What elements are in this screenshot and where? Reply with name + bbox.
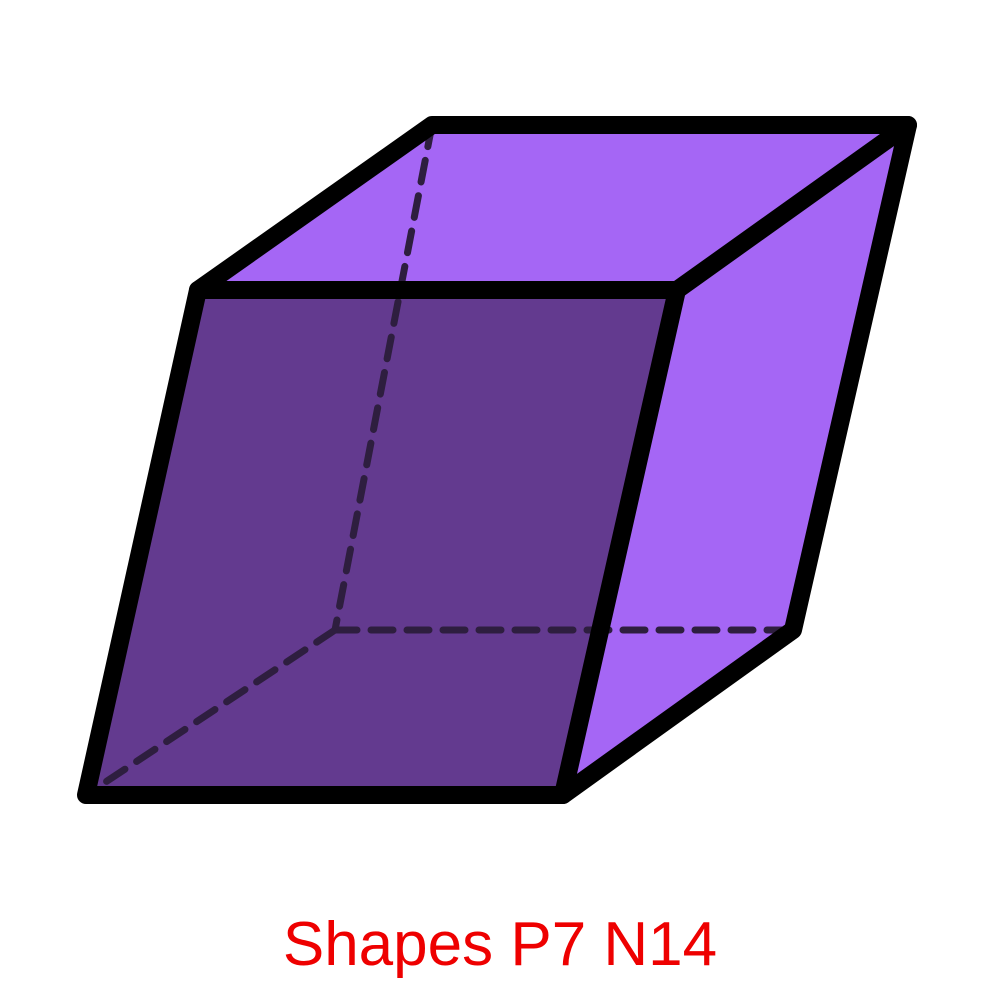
hidden-edge-vertical xyxy=(331,121,436,634)
hidden-edge-bottom-left xyxy=(82,626,339,799)
right-outline xyxy=(554,116,917,804)
visible-edges xyxy=(77,116,917,804)
hidden-edges xyxy=(82,121,797,799)
front-face xyxy=(86,290,677,795)
top-back-outline xyxy=(189,116,917,299)
right-face xyxy=(563,125,908,795)
caption: Shapes P7 N14 xyxy=(282,910,718,979)
